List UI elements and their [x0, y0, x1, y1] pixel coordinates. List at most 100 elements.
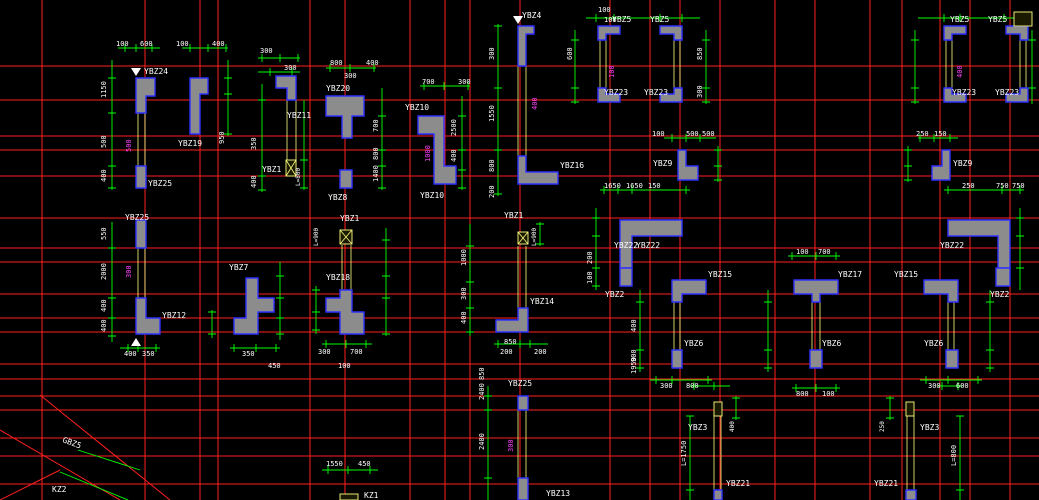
dimension-text: L=1750: [680, 441, 688, 466]
dimension-text: 2400: [478, 433, 486, 450]
center-mark: 300: [125, 265, 133, 278]
dimension-text: 200: [500, 348, 513, 356]
label: YBZ6: [924, 339, 943, 348]
label: YBZ18: [326, 273, 350, 282]
column-ybz6: [671, 349, 683, 369]
dimension-line: [108, 222, 116, 342]
label: YBZ1: [504, 211, 523, 220]
dimension-line: [886, 396, 894, 420]
dimension-line: [792, 384, 840, 392]
column-ybz25: [135, 165, 147, 189]
label: YBZ24: [144, 67, 168, 76]
column-ybz23: [943, 87, 967, 103]
dimension-line: [788, 252, 840, 260]
label: YBZ13: [546, 489, 570, 498]
dimension-text: 1950: [630, 357, 638, 374]
dimension-text: 150: [648, 182, 661, 190]
center-mark: 100: [608, 65, 616, 78]
dimension-text: 250: [962, 182, 975, 190]
dimension-text: 850: [696, 47, 704, 60]
dimension-text: 500: [686, 130, 699, 138]
dimension-line: [182, 44, 228, 52]
dimension-text: 800: [686, 382, 699, 390]
label: YBZ9: [653, 159, 672, 168]
label: YBZ5: [950, 15, 969, 24]
column-ybz17: [793, 279, 839, 303]
label: YBZ23: [644, 88, 668, 97]
label: YBZ7: [229, 263, 248, 272]
dimension-line: [458, 96, 466, 190]
column-ybz16: [517, 155, 559, 185]
dimension-text: 800: [488, 159, 496, 172]
wall-lines: [137, 40, 1027, 490]
dimension-text: 100: [116, 40, 129, 48]
column-ybz2: [619, 267, 633, 287]
dimension-text: 600: [140, 40, 153, 48]
label: YBZ14: [530, 297, 554, 306]
column-ybz9: [931, 149, 951, 181]
dimension-text: 300: [460, 287, 468, 300]
label: YBZ16: [560, 161, 584, 170]
dimension-line: [690, 382, 730, 390]
label: YBZ2: [990, 290, 1009, 299]
dimension-text: 800: [372, 147, 380, 160]
column-ybz5: [597, 25, 621, 41]
center-mark: 400: [956, 65, 964, 78]
dimension-line: [764, 290, 772, 372]
length-note: 400: [729, 421, 736, 432]
columns: [135, 25, 1029, 500]
dimension-text: 300: [344, 72, 357, 80]
label: YBZ19: [178, 139, 202, 148]
center-mark: 500: [125, 139, 133, 152]
dimension-text: 400: [460, 311, 468, 324]
dimension-line: [732, 396, 740, 420]
dimension-text: 100: [338, 362, 351, 370]
label: KZ2: [52, 485, 67, 494]
dimension-line: [224, 60, 232, 136]
dimension-line: [956, 415, 964, 500]
label: YBZ1: [262, 165, 281, 174]
dimension-line: [1016, 208, 1024, 290]
dimension-line: [230, 344, 280, 352]
label: YBZ5: [988, 15, 1007, 24]
dimension-text: 700: [422, 78, 435, 86]
column-ybz6: [809, 349, 823, 369]
dimension-text: 1150: [100, 81, 108, 98]
column-ybz23: [1005, 87, 1029, 103]
dimension-text: 1550: [488, 105, 496, 122]
dimension-text: 100: [176, 40, 189, 48]
dimension-text: 500: [100, 135, 108, 148]
dimension-line: [494, 24, 502, 196]
column-ybz5: [1005, 25, 1029, 41]
label: YBZ10: [420, 191, 444, 200]
column-ybz25: [135, 219, 147, 249]
dimension-text: 350: [242, 350, 255, 358]
label: YBZ22: [614, 241, 638, 250]
dimension-text: 1650: [626, 182, 643, 190]
dimension-text: 100: [796, 248, 809, 256]
dimension-text: 500: [702, 130, 715, 138]
dimension-text: 150: [934, 130, 947, 138]
filler-cross-mark: [517, 231, 529, 245]
label: YBZ21: [874, 479, 898, 488]
label: YBZ25: [125, 213, 149, 222]
dimension-line: [494, 340, 548, 348]
column-ybz5: [659, 25, 683, 41]
filler-cross-mark: [339, 229, 353, 245]
filler-block: [339, 493, 359, 500]
dimension-text: 300: [260, 47, 273, 55]
section-marker: [131, 338, 141, 346]
axis-line: [0, 469, 61, 500]
label: YBZ3: [920, 423, 939, 432]
dimension-text: 750: [996, 182, 1009, 190]
dimension-text: 1650: [604, 182, 621, 190]
label: YBZ15: [894, 270, 918, 279]
length-note: L=900: [531, 228, 538, 246]
label: YBZ20: [326, 84, 350, 93]
dimension-line: [904, 146, 912, 182]
center-mark: 300: [507, 439, 515, 452]
dimension-text: 800: [796, 390, 809, 398]
label: YBZ15: [708, 270, 732, 279]
